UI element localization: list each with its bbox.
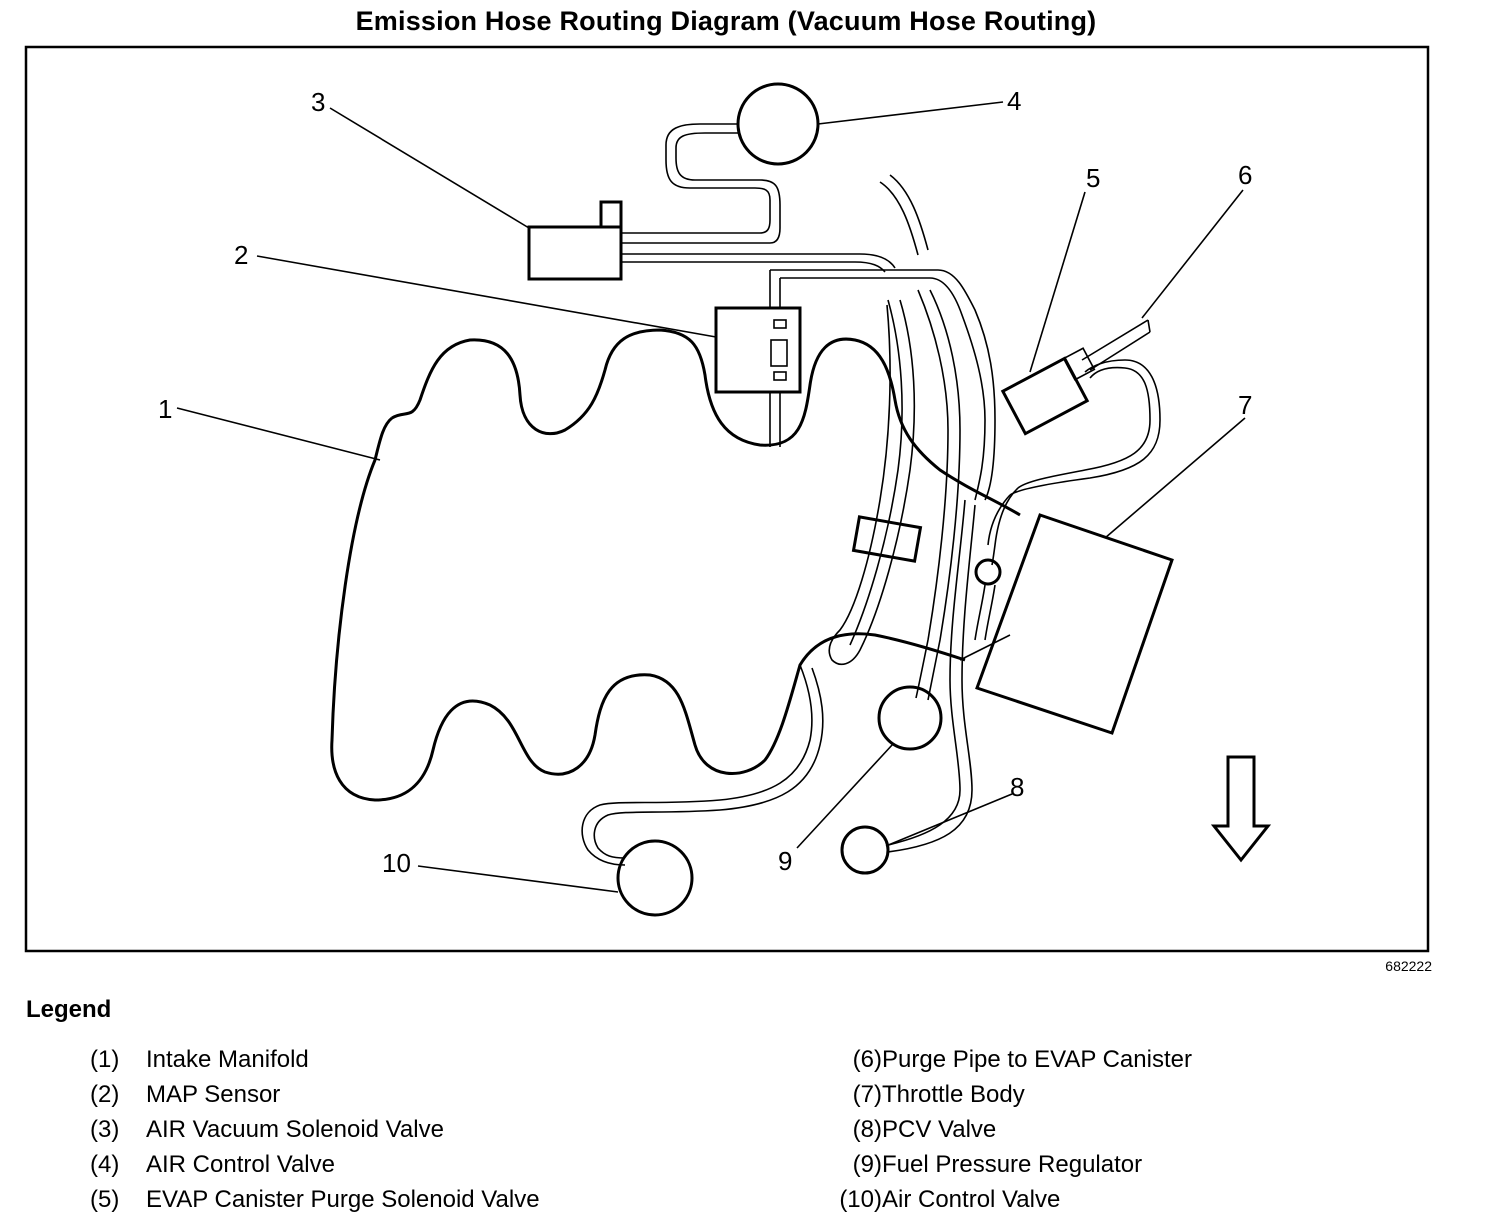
purge-pipe	[1081, 319, 1151, 371]
callout-5: 5	[1086, 163, 1100, 193]
callout-10: 10	[382, 848, 411, 878]
figure-id: 682222	[1385, 958, 1432, 974]
legend-item-label: MAP Sensor	[146, 1080, 281, 1108]
leader-lines	[176, 101, 1246, 893]
legend-item-number: (7)	[852, 1080, 882, 1108]
hose-bundle	[581, 269, 1161, 866]
legend-item: (2) MAP Sensor	[90, 1077, 540, 1112]
legend-item: (9) Fuel Pressure Regulator	[812, 1147, 1192, 1182]
legend-item: (8) PCV Valve	[812, 1112, 1192, 1147]
legend-item-number: (9)	[852, 1150, 882, 1178]
legend-column-right: (6) Purge Pipe to EVAP Canister (7) Thro…	[812, 1042, 1192, 1217]
legend-heading: Legend	[26, 996, 112, 1023]
callout-8: 8	[1010, 772, 1024, 802]
legend-item: (6) Purge Pipe to EVAP Canister	[812, 1042, 1192, 1077]
air-control-valve-upper	[736, 82, 820, 166]
callout-1: 1	[158, 394, 172, 424]
callout-7: 7	[1238, 390, 1252, 420]
legend-item-number: (5)	[90, 1185, 120, 1213]
air-control-valve-lower	[616, 839, 694, 917]
hose-clamp	[851, 515, 923, 563]
legend-item-label: Fuel Pressure Regulator	[882, 1150, 1143, 1178]
legend-item: (4) AIR Control Valve	[90, 1147, 540, 1182]
legend-item-number: (3)	[90, 1115, 120, 1143]
legend-item-label: EVAP Canister Purge Solenoid Valve	[146, 1185, 540, 1213]
legend-item: (3) AIR Vacuum Solenoid Valve	[90, 1112, 540, 1147]
legend-item: (1) Intake Manifold	[90, 1042, 540, 1077]
legend-item-number: (1)	[90, 1045, 120, 1073]
legend-item: (7) Throttle Body	[812, 1077, 1192, 1112]
legend-item: (5) EVAP Canister Purge Solenoid Valve	[90, 1182, 540, 1217]
air-vacuum-solenoid	[527, 123, 929, 281]
legend-item-number: (4)	[90, 1150, 120, 1178]
callout-2: 2	[234, 240, 248, 270]
evap-purge-solenoid	[1000, 347, 1096, 436]
legend-item-number: (6)	[852, 1045, 882, 1073]
legend-item-label: AIR Vacuum Solenoid Valve	[146, 1115, 444, 1143]
legend-item-number: (8)	[852, 1115, 882, 1143]
down-arrow-icon	[1210, 755, 1272, 863]
legend-item-label: Purge Pipe to EVAP Canister	[882, 1045, 1192, 1073]
callout-6: 6	[1238, 160, 1252, 190]
diagram-title: Emission Hose Routing Diagram (Vacuum Ho…	[355, 6, 1097, 36]
legend-item-label: PCV Valve	[882, 1115, 997, 1143]
legend-item-label: Air Control Valve	[882, 1185, 1061, 1213]
diagram-frame	[24, 45, 1430, 953]
callout-3: 3	[311, 87, 325, 117]
map-sensor	[714, 270, 802, 447]
callout-9: 9	[778, 846, 792, 876]
callout-4: 4	[1007, 86, 1021, 116]
legend-item: (10) Air Control Valve	[812, 1182, 1192, 1217]
throttle-body	[975, 513, 1174, 735]
legend-item-label: Throttle Body	[882, 1080, 1025, 1108]
legend-item-label: AIR Control Valve	[146, 1150, 335, 1178]
legend-item-label: Intake Manifold	[146, 1045, 309, 1073]
legend-item-number: (10)	[839, 1185, 882, 1213]
legend-item-number: (2)	[90, 1080, 120, 1108]
pcv-valve	[840, 825, 890, 875]
legend-column-left: (1) Intake Manifold (2) MAP Sensor (3) A…	[90, 1042, 540, 1217]
intake-manifold	[330, 328, 1021, 802]
fuel-pressure-regulator	[877, 685, 943, 751]
